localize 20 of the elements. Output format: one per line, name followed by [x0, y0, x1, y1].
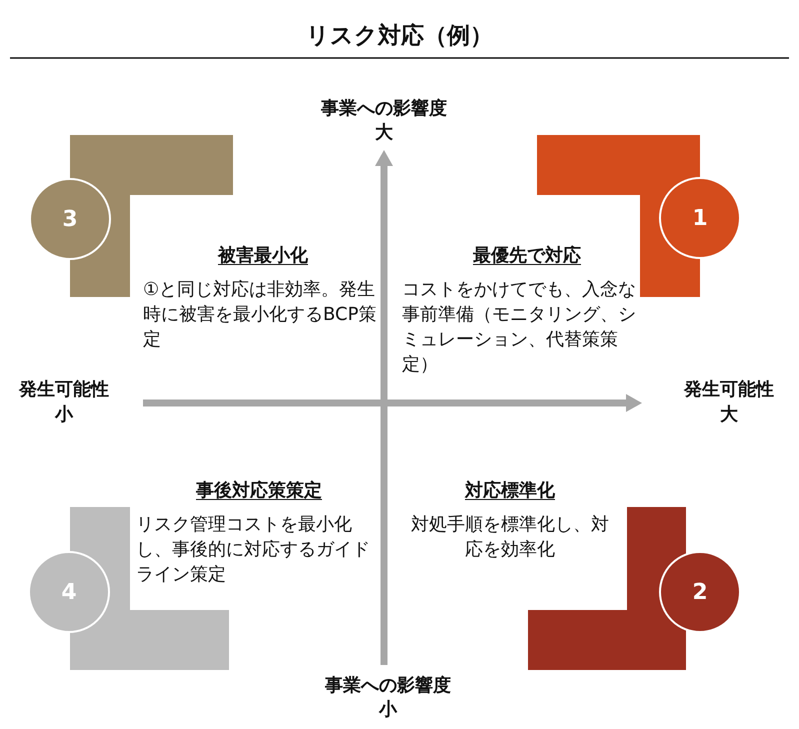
quadrant-heading: 対応標準化	[465, 479, 555, 502]
numbered-circle: 2	[659, 551, 741, 633]
quadrant-heading: 被害最小化	[218, 244, 308, 267]
quadrant-description: コストをかけてでも、入念な事前準備（モニタリング、シミュレーション、代替策策定）	[402, 278, 637, 377]
axis-label: 大	[719, 403, 739, 426]
axis-label: 大	[374, 121, 394, 144]
axis-label: 発生可能性	[18, 378, 110, 401]
numbered-circle: 3	[29, 178, 111, 260]
quadrant-description: ①と同じ対応は非効率。発生時に被害を最小化するBCP策定	[143, 278, 378, 352]
axis-label: 事業への影響度	[320, 97, 448, 120]
axis-label: 小	[378, 698, 398, 721]
title: リスク対応（例）	[305, 22, 494, 51]
quadrant-heading: 最優先で対応	[473, 244, 581, 267]
numbered-circle: 4	[28, 551, 110, 633]
quadrant-description: 対処手順を標準化し、対応を効率化	[410, 513, 610, 562]
axis-label: 小	[54, 403, 74, 426]
axis-label: 事業への影響度	[324, 674, 452, 697]
quadrant-heading: 事後対応策策定	[196, 479, 322, 502]
axis-label: 発生可能性	[682, 378, 775, 401]
quadrant-description: リスク管理コストを最小化し、事後的に対応するガイドライン策定	[136, 513, 371, 587]
